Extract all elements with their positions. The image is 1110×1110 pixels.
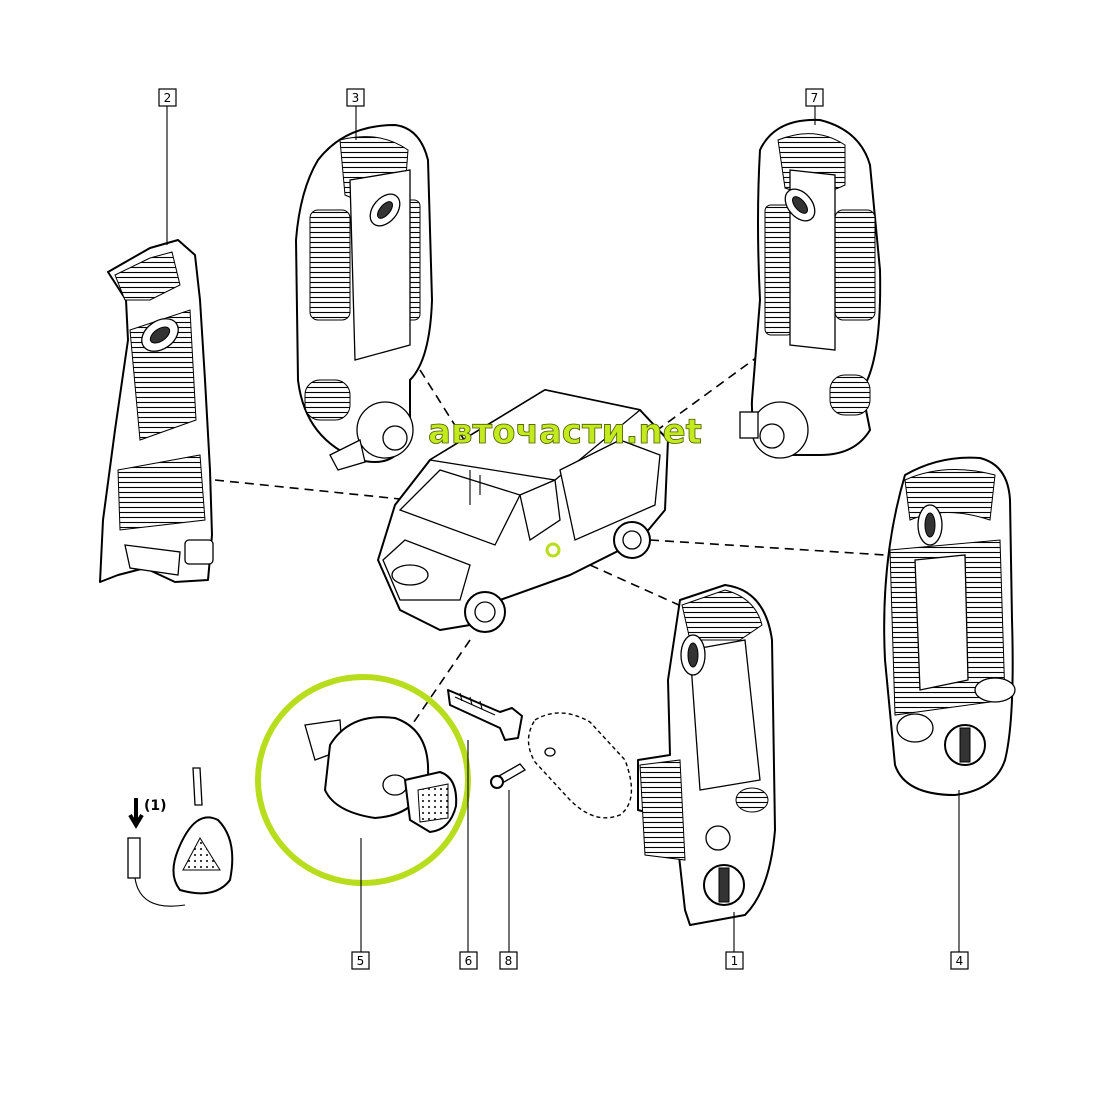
callout-8-label: 8: [505, 954, 513, 968]
callout-8: 8: [499, 951, 518, 970]
van-illustration: [377, 389, 669, 633]
callout-7-label: 7: [811, 91, 819, 105]
remote-key-fob: [127, 767, 234, 907]
callout-1: 1: [725, 951, 744, 970]
watermark-text: авточасти.net: [428, 412, 702, 452]
callout-5-label: 5: [357, 954, 365, 968]
callout-3-label: 3: [352, 91, 360, 105]
part-5-lock-cap: [304, 716, 458, 833]
callout-6: 6: [459, 951, 478, 970]
part-1-door-handle: [637, 584, 776, 926]
part-6-key: [447, 689, 523, 741]
gasket-outline: [527, 712, 633, 819]
part-4-door-handle: [883, 456, 1016, 796]
callout-1-label: 1: [731, 954, 739, 968]
callout-3: 3: [346, 88, 365, 107]
part-7-door-handle: [739, 118, 882, 459]
callout-7: 7: [805, 88, 824, 107]
part-8-screw: [490, 763, 526, 789]
callout-2: 2: [158, 88, 177, 107]
callout-4-label: 4: [956, 954, 964, 968]
callout-6-label: 6: [465, 954, 473, 968]
part-2-door-handle: [99, 239, 214, 583]
callout-2-label: 2: [164, 91, 172, 105]
callout-4: 4: [950, 951, 969, 970]
callout-5: 5: [351, 951, 370, 970]
callout-leaders: [166, 106, 960, 952]
key-note-label: (1): [144, 798, 167, 814]
part-3-door-handle: [295, 124, 433, 471]
